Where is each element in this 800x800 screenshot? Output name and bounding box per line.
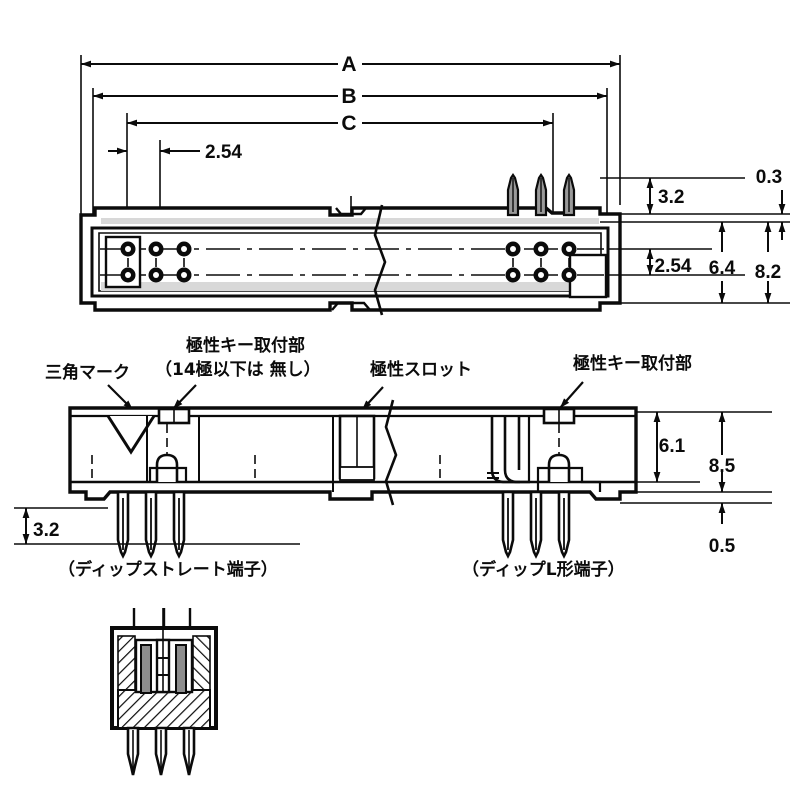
label-dip-straight-terminal: （ディップストレート端子） xyxy=(58,559,278,580)
top-view-pin-holes-right xyxy=(505,241,577,283)
label-dip-l-terminal: （ディップL形端子） xyxy=(462,559,625,580)
terminal-section-detail-group xyxy=(110,608,218,776)
dimension-8-5: 8.5 xyxy=(709,412,736,492)
dimension-6-1: 6.1 xyxy=(653,412,686,482)
top-view-floor-shade xyxy=(101,282,599,291)
callout-polarity-slot: 極性スロット xyxy=(370,359,472,380)
top-view-top-shade xyxy=(101,218,599,224)
dimension-8-2-label: 8.2 xyxy=(755,262,781,283)
top-view-l-terminals xyxy=(506,173,576,217)
dimension-3-2-front: 3.2 xyxy=(14,507,300,545)
dimension-3-2-top-label: 3.2 xyxy=(658,187,684,208)
dimension-8-5-label: 8.5 xyxy=(709,456,736,477)
dimension-6-4-label: 6.4 xyxy=(709,258,736,279)
front-view-seams xyxy=(91,416,441,482)
dimension-6-1-label: 6.1 xyxy=(659,436,686,457)
callout-polarity-key-right: 極性キー取付部 xyxy=(573,353,692,374)
dimension-A-label: A xyxy=(341,53,356,76)
callout-polarity-key-left: 極性キー取付部 xyxy=(186,335,305,356)
callout-polarity-key-left-note: （14極以下は 無し） xyxy=(155,359,321,380)
dimension-254-vertical-label: 2.54 xyxy=(655,256,692,277)
front-view-right-dimensions: 6.1 8.5 0.5 xyxy=(620,411,772,557)
top-view-center-notch xyxy=(331,196,371,311)
dimension-0-3: 0.3 xyxy=(756,167,786,240)
front-view-group: 三角マーク 極性キー取付部 （14極以下は 無し） 極性スロット 極性キー取付部 xyxy=(14,335,772,580)
dimension-0-3-label: 0.3 xyxy=(756,167,782,188)
dimension-pitch-254-top-label: 2.54 xyxy=(205,142,242,163)
dimension-0-5-label: 0.5 xyxy=(709,536,736,557)
dimension-B-label: B xyxy=(341,85,356,108)
top-view-break-line xyxy=(373,204,387,316)
dimension-6-4: 6.4 xyxy=(709,222,736,303)
dimension-B: B xyxy=(93,85,607,108)
top-view-row-ticks xyxy=(127,258,570,267)
dimension-0-5: 0.5 xyxy=(709,503,736,557)
polarity-key-left-feature xyxy=(148,407,191,482)
section-bottom-pins xyxy=(126,726,196,776)
front-view-l-terminal-bends xyxy=(487,416,531,484)
dimension-254-vertical: 2.54 xyxy=(646,249,692,277)
callout-triangle-mark: 三角マーク xyxy=(45,362,130,383)
top-view-group: A B C 2.54 xyxy=(79,53,790,316)
top-view-body xyxy=(79,173,622,316)
dip-straight-terminals xyxy=(116,490,186,559)
dimension-A: A xyxy=(81,53,620,76)
front-view-leaders xyxy=(107,381,584,411)
section-top-pins xyxy=(132,608,192,628)
dimension-3-2-front-label: 3.2 xyxy=(33,520,59,541)
polarity-slot-feature xyxy=(332,414,376,492)
dimension-pitch-254-top: 2.54 xyxy=(108,142,242,163)
dimension-8-2: 8.2 xyxy=(755,222,781,303)
front-view-break-line xyxy=(384,399,398,506)
section-contact-blades xyxy=(140,608,187,694)
dimension-3-2-top: 3.2 xyxy=(646,178,684,214)
section-base-hatch xyxy=(117,689,211,729)
dimension-C-label: C xyxy=(341,112,356,135)
dip-l-terminals xyxy=(501,490,571,559)
dimension-C: C xyxy=(127,112,553,135)
top-view-right-dimensions: 3.2 0.3 2.54 6.4 xyxy=(600,167,790,304)
polarity-key-right-feature xyxy=(536,407,602,492)
top-view-pin-holes-left xyxy=(120,241,192,283)
